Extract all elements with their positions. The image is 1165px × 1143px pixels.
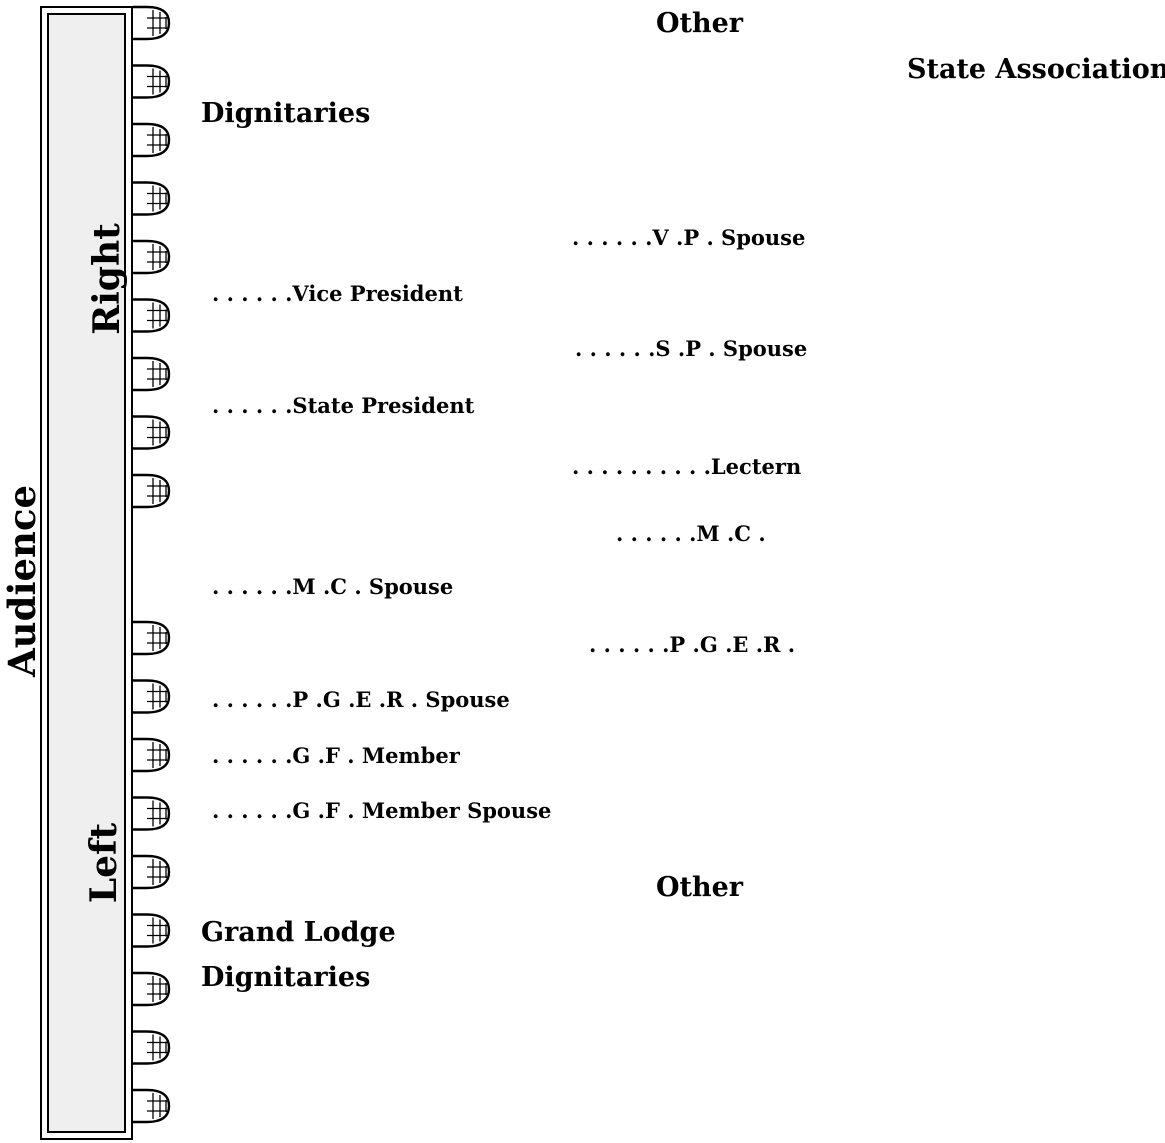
chair-icon bbox=[133, 239, 171, 275]
chair-icon bbox=[133, 1030, 171, 1065]
head-table bbox=[40, 6, 133, 1140]
state-association-label: State Association bbox=[907, 54, 1165, 85]
chair-icon bbox=[133, 298, 171, 333]
chair-icon bbox=[133, 473, 171, 509]
dignitaries-bottom-label: Dignitaries bbox=[201, 962, 371, 993]
audience-label: Audience bbox=[0, 484, 44, 678]
chair-icon bbox=[133, 971, 171, 1007]
chair-icon bbox=[133, 913, 171, 948]
seat-pger: . . . . . .P .G .E .R . bbox=[589, 632, 796, 657]
chair-icon bbox=[133, 737, 171, 773]
seat-gf-member: . . . . . .G .F . Member bbox=[212, 743, 460, 768]
right-side-label: Right bbox=[86, 223, 128, 335]
grand-lodge-label: Grand Lodge bbox=[201, 917, 396, 948]
seat-vice-president: . . . . . .Vice President bbox=[212, 281, 463, 306]
seat-gf-member-spouse: . . . . . .G .F . Member Spouse bbox=[212, 798, 552, 823]
chair-icon bbox=[133, 1088, 171, 1124]
chair-icon bbox=[133, 5, 171, 41]
chair-icon bbox=[133, 356, 171, 392]
chair-icon bbox=[133, 796, 171, 831]
dignitaries-top-label: Dignitaries bbox=[201, 98, 371, 129]
chair-icon bbox=[133, 122, 171, 158]
chair-column bbox=[133, 5, 171, 1124]
other-top-label: Other bbox=[656, 8, 744, 39]
seat-vp-spouse: . . . . . .V .P . Spouse bbox=[572, 225, 806, 250]
head-table-surface bbox=[47, 13, 126, 1133]
other-bottom-label: Other bbox=[656, 872, 744, 903]
chair-icon bbox=[133, 415, 171, 450]
seat-pger-spouse: . . . . . .P .G .E .R . Spouse bbox=[212, 687, 510, 712]
chair-icon bbox=[133, 620, 171, 656]
left-side-label: Left bbox=[83, 822, 125, 904]
chair-icon bbox=[133, 181, 171, 216]
chair-icon bbox=[133, 64, 171, 99]
chair-icon bbox=[133, 679, 171, 714]
chair-icon bbox=[133, 854, 171, 890]
seat-sp-spouse: . . . . . .S .P . Spouse bbox=[575, 336, 808, 361]
seat-mc: . . . . . .M .C . bbox=[616, 521, 766, 546]
seat-lectern: . . . . . . . . . .Lectern bbox=[572, 454, 802, 479]
seat-state-president: . . . . . .State President bbox=[212, 393, 475, 418]
seat-mc-spouse: . . . . . .M .C . Spouse bbox=[212, 574, 454, 599]
